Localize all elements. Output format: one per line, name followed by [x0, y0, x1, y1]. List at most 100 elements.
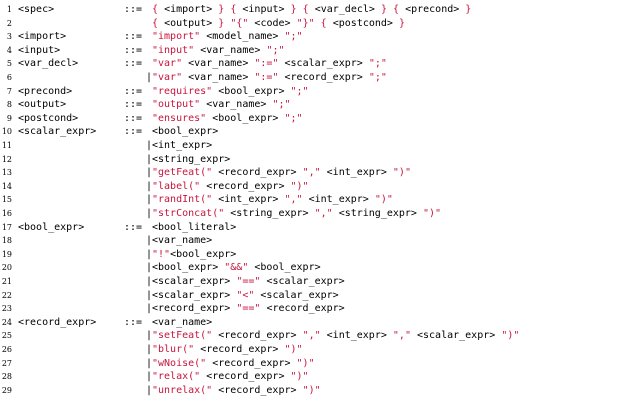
terminal-token: } [290, 4, 297, 15]
terminal-token: ";" [284, 112, 303, 124]
definition-operator: ::= [124, 4, 143, 15]
rule-body: "!"<bool_expr> [152, 248, 236, 262]
line-number: 29 [1, 385, 12, 395]
rule-body: <var_name> [152, 316, 212, 330]
terminal-token: } [218, 4, 225, 15]
grammar-line: 15|"randInt(" <int_expr> "," <int_expr> … [0, 193, 640, 207]
rule-body: "getFeat(" <record_expr> "," <int_expr> … [152, 166, 411, 180]
rule-body: "import" <model_name> ";" [152, 30, 303, 44]
line-number: 18 [1, 236, 12, 246]
rule-body: "label(" <record_expr> ")" [152, 180, 309, 194]
rule-body: "input" <var_name> ";" [152, 44, 285, 58]
grammar-line: 3<import>::="import" <model_name> ";" [0, 30, 640, 44]
nonterminal-token: <int_expr> [152, 140, 213, 151]
terminal-token: "}" [296, 17, 315, 29]
rule-body: <string_expr> [152, 153, 230, 167]
terminal-token: "," [392, 330, 411, 342]
line-number: 14 [1, 181, 12, 191]
line-number: 7 [6, 86, 12, 96]
terminal-token: "blur(" [152, 344, 195, 355]
terminal-token: { [393, 4, 400, 15]
terminal-token: ")" [374, 194, 393, 206]
line-number: 16 [1, 209, 12, 218]
nonterminal-token: <record_expr> [218, 384, 297, 396]
alternative-bar: | [146, 384, 153, 396]
rule-body: <int_expr> [152, 139, 212, 153]
rule-body: <bool_literal> [152, 221, 236, 235]
rule-body: <bool_expr> "&&" <bool_expr> [152, 261, 321, 275]
nonterminal-token: <record_expr> [152, 303, 231, 315]
alternative-bar: | [146, 303, 153, 315]
rule-body: "ensures" <bool_expr> ";" [152, 112, 303, 126]
line-number: 11 [1, 141, 12, 150]
grammar-line: 12|<string_expr> [0, 153, 640, 167]
rule-body: { <import> } { <input> } { <var_decl> } … [152, 3, 471, 17]
nonterminal-token: <scalar_expr> [152, 289, 231, 301]
terminal-token: ")" [296, 357, 315, 369]
definition-operator: ::= [124, 99, 143, 111]
rule-name: <scalar_expr> [18, 126, 97, 138]
rule-body: "output" <var_name> ";" [152, 98, 291, 112]
nonterminal-token: <var_name> [206, 99, 267, 111]
grammar-line: 29|"unrelax(" <record_expr> ")" [0, 384, 640, 398]
nonterminal-token: <bool_expr> [152, 262, 219, 274]
line-number: 2 [6, 18, 12, 28]
rule-body: "randInt(" <int_expr> "," <int_expr> ")" [152, 193, 393, 207]
line-number: 6 [6, 73, 12, 82]
terminal-token: "{" [230, 17, 249, 29]
rule-body: "var" <var_name> ":=" <scalar_expr> ";" [152, 57, 387, 71]
definition-operator: ::= [124, 44, 143, 56]
nonterminal-token: <int_expr> [326, 330, 387, 342]
terminal-token: "wNoise(" [152, 357, 207, 369]
alternative-bar: | [146, 153, 153, 165]
nonterminal-token: <scalar_expr> [284, 58, 363, 70]
nonterminal-token: <var_name> [188, 72, 249, 83]
terminal-token: ":=" [254, 72, 279, 83]
alternative-bar: | [146, 208, 153, 219]
alternative-bar: | [146, 357, 153, 369]
grammar-line: 11|<int_expr> [0, 139, 640, 153]
nonterminal-token: <int_expr> [308, 194, 369, 206]
nonterminal-token: <import> [164, 4, 213, 15]
definition-operator: ::= [124, 126, 143, 138]
alternative-bar: | [146, 330, 153, 342]
alternative-bar: | [146, 344, 153, 355]
line-number: 26 [1, 345, 12, 354]
terminal-token: ")" [284, 344, 303, 355]
terminal-token: } [465, 4, 472, 15]
grammar-line: 2{ <output> } "{" <code> "}" { <postcond… [0, 17, 640, 31]
terminal-token: "getFeat(" [152, 167, 213, 179]
nonterminal-token: <output> [164, 17, 213, 29]
rule-name: <import> [18, 31, 67, 43]
nonterminal-token: <bool_expr> [212, 112, 279, 124]
rule-name: <precond> [18, 85, 73, 97]
alternative-bar: | [146, 72, 153, 83]
rule-body: "setFeat(" <record_expr> "," <int_expr> … [152, 329, 519, 343]
terminal-token: "!" [152, 248, 171, 260]
nonterminal-token: <string_expr> [230, 208, 309, 219]
grammar-line: 8<output>::="output" <var_name> ";" [0, 98, 640, 112]
terminal-token: ")" [423, 208, 442, 219]
alternative-bar: | [146, 194, 153, 206]
terminal-token: "," [314, 208, 333, 219]
terminal-token: "," [302, 330, 321, 342]
nonterminal-token: <string_expr> [152, 153, 231, 165]
nonterminal-token: <var_name> [152, 235, 213, 247]
nonterminal-token: <bool_expr> [254, 262, 321, 274]
grammar-line: 13|"getFeat(" <record_expr> "," <int_exp… [0, 166, 640, 180]
line-number: 17 [1, 222, 12, 232]
terminal-token: "ensures" [152, 112, 207, 124]
grammar-line: 9<postcond>::="ensures" <bool_expr> ";" [0, 112, 640, 126]
terminal-token: "strConcat(" [152, 208, 225, 219]
grammar-line: 10<scalar_expr>::=<bool_expr> [0, 125, 640, 139]
line-number: 20 [1, 263, 12, 273]
line-number: 24 [1, 317, 12, 327]
grammar-line: 19|"!"<bool_expr> [0, 248, 640, 262]
nonterminal-token: <model_name> [206, 31, 279, 43]
nonterminal-token: <scalar_expr> [417, 330, 496, 342]
line-number: 23 [1, 304, 12, 314]
nonterminal-token: <var_name> [152, 316, 213, 328]
nonterminal-token: <var_name> [200, 44, 261, 56]
rule-body: "requires" <bool_expr> ";" [152, 85, 309, 99]
